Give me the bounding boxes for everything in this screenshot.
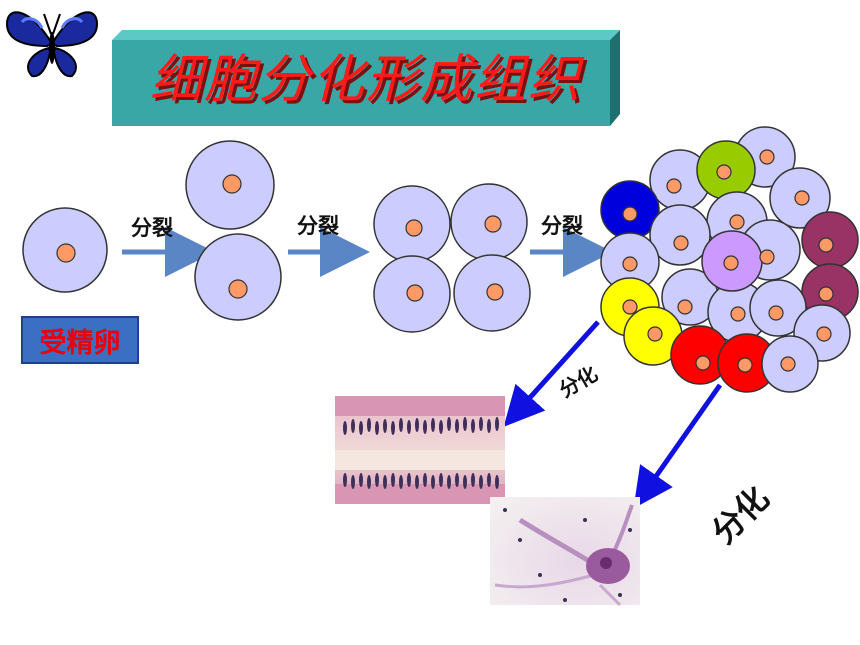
title-banner xyxy=(112,30,620,126)
butterfly-icon xyxy=(5,11,99,78)
cluster-nuclei xyxy=(622,149,834,373)
two-cell-stage xyxy=(185,140,282,321)
differentiation-arrow-1 xyxy=(503,320,600,427)
division-label-1: 分裂 xyxy=(131,216,173,240)
epithelial-tissue-image xyxy=(335,396,505,504)
four-cell-stage xyxy=(373,183,531,333)
fertilized-egg-label: 受精卵 xyxy=(21,316,139,364)
zygote-cell xyxy=(22,207,108,293)
differentiation-arrow-2 xyxy=(633,383,723,509)
nerve-tissue-image xyxy=(490,497,640,607)
division-label-2: 分裂 xyxy=(297,214,339,238)
page-title: 细胞分化形成组织 xyxy=(149,49,582,110)
division-label-3: 分裂 xyxy=(541,214,583,238)
